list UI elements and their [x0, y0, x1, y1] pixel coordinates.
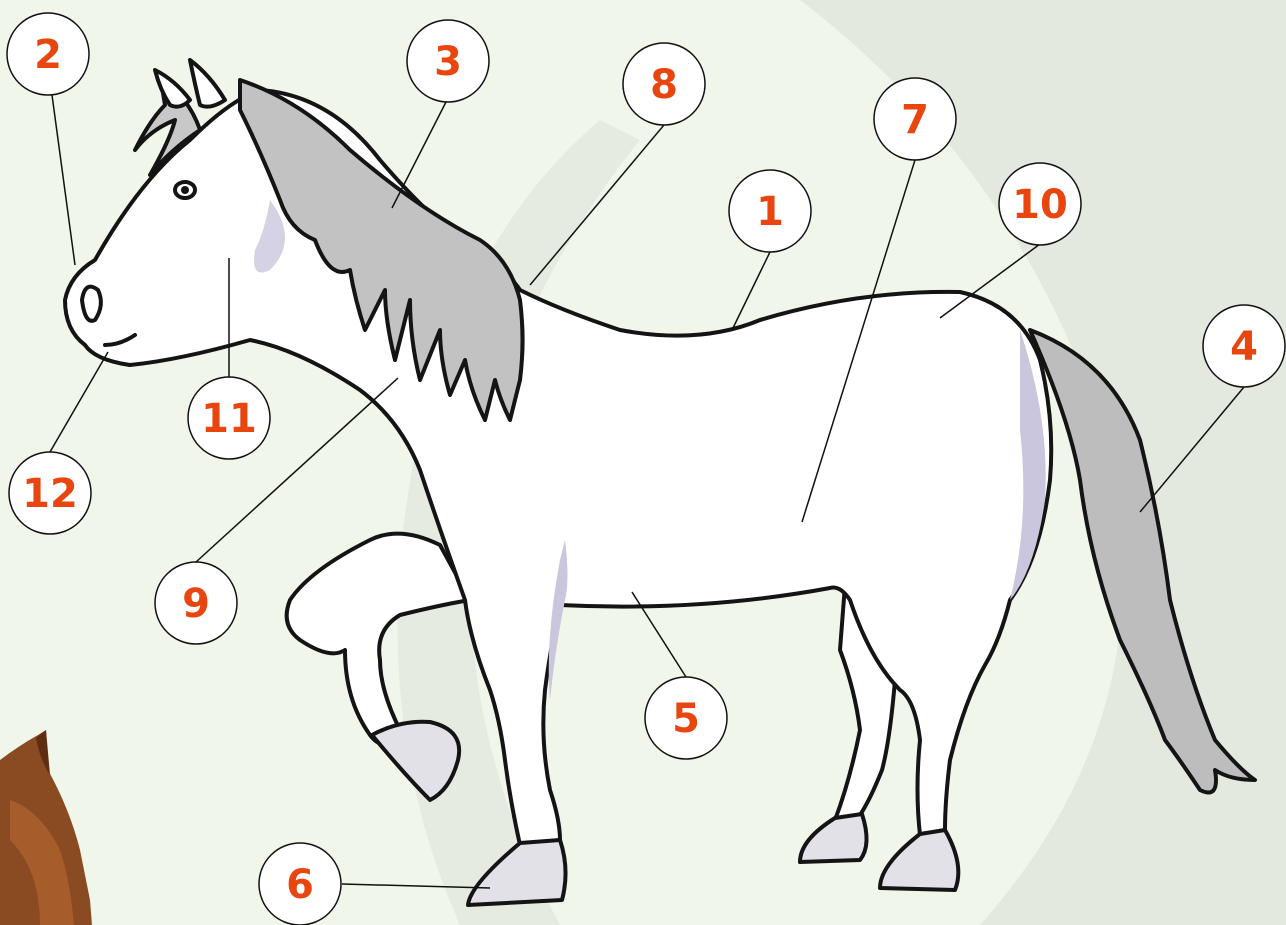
callout-number-7: 7	[901, 97, 929, 143]
callout-3: 3	[406, 19, 490, 103]
callout-12: 12	[8, 451, 92, 535]
callout-4: 4	[1202, 304, 1286, 388]
callout-5: 5	[644, 676, 728, 760]
callout-6: 6	[258, 842, 342, 925]
callout-number-10: 10	[1012, 182, 1068, 228]
callout-8: 8	[622, 42, 706, 126]
callout-number-1: 1	[756, 189, 784, 235]
leader-line-7	[801, 159, 916, 523]
callout-11: 11	[187, 376, 271, 460]
callout-number-9: 9	[182, 581, 210, 627]
callout-number-6: 6	[286, 862, 314, 908]
callout-number-11: 11	[201, 396, 257, 442]
leader-line-3	[391, 101, 447, 209]
leg-shade	[548, 540, 568, 700]
leader-line-9	[195, 377, 399, 563]
leader-line-8	[529, 124, 665, 286]
tail	[1028, 328, 1257, 795]
raised-front-leg	[284, 531, 472, 746]
callout-2: 2	[6, 12, 90, 96]
head-shade	[254, 200, 285, 273]
mouth	[103, 333, 137, 347]
far-hind-hoof	[798, 812, 869, 864]
callout-number-8: 8	[650, 62, 678, 108]
callout-number-12: 12	[22, 471, 78, 517]
callout-1: 1	[728, 169, 812, 253]
callout-10: 10	[998, 162, 1082, 246]
ear-right	[188, 58, 227, 109]
photo-horse-head	[0, 730, 92, 925]
body-shade	[1010, 330, 1046, 600]
hind-hoof	[878, 828, 961, 892]
leader-line-2	[51, 94, 76, 266]
nostril	[80, 284, 103, 323]
leader-line-10	[939, 243, 1041, 319]
leader-line-5	[631, 591, 687, 678]
leader-line-1	[732, 251, 771, 329]
leader-line-12	[49, 351, 109, 453]
callout-9: 9	[154, 561, 238, 645]
leader-line-6	[341, 883, 491, 889]
callout-number-2: 2	[34, 32, 62, 78]
leader-line-4	[1139, 386, 1245, 513]
callout-number-3: 3	[434, 39, 462, 85]
callout-number-5: 5	[672, 696, 700, 742]
mane	[238, 78, 525, 422]
callout-7: 7	[873, 77, 957, 161]
horse-illustration	[63, 58, 1257, 907]
front-hoof	[466, 838, 568, 907]
leader-lines	[49, 94, 1245, 889]
horse-body	[63, 88, 1054, 847]
callout-number-4: 4	[1230, 324, 1258, 370]
ear-left	[153, 68, 192, 109]
raised-front-hoof	[370, 719, 462, 802]
